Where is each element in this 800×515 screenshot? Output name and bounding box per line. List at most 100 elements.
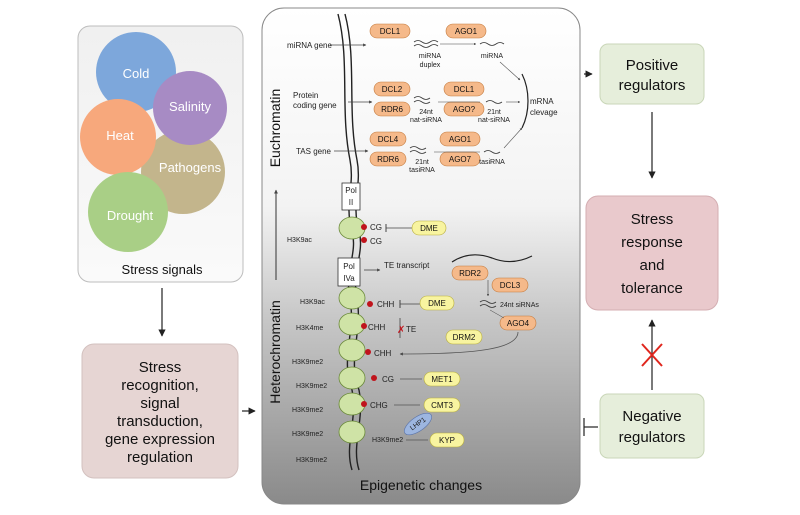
stress-signals-title: Stress signals <box>122 262 203 277</box>
te-transcript-label: TE transcript <box>384 261 430 270</box>
met1-pill <box>423 371 461 387</box>
chh-label-2: CHH <box>368 323 386 332</box>
svg-text:DME: DME <box>420 224 438 233</box>
inhibition-bar <box>583 418 598 436</box>
dcl1-protein-pill <box>443 81 485 97</box>
methyl-dot <box>361 224 367 230</box>
salinity-label: Salinity <box>169 99 211 114</box>
tas-gene-label: TAS gene <box>296 147 332 156</box>
stress-response-line-2: response <box>621 234 683 251</box>
recognition-line-4: transduction, <box>117 413 203 430</box>
svg-text:Pol: Pol <box>345 186 357 195</box>
cg-label-1: CG <box>370 223 382 232</box>
rdr6-tas-pill <box>369 151 407 167</box>
pathogens-label: Pathogens <box>159 160 222 175</box>
cold-circle <box>96 32 176 112</box>
euchromatin-label: Euchromatin <box>267 89 283 168</box>
mirna-label: miRNA <box>481 53 503 60</box>
svg-text:AGO1: AGO1 <box>449 135 472 144</box>
negative-regulators-line-2: regulators <box>619 429 686 446</box>
svg-text:CMT3: CMT3 <box>431 401 453 410</box>
te-label: TE <box>406 325 416 334</box>
methyl-dot <box>365 349 371 355</box>
red-cross-mark <box>641 343 663 367</box>
pol-ii-box: Pol II <box>341 182 361 211</box>
positive-regulators-line-2: regulators <box>619 77 686 94</box>
h3k9ac-label-1: H3K9ac <box>287 237 312 244</box>
epigenetic-caption: Epigenetic changes <box>360 477 482 493</box>
cmt3-pill <box>423 397 461 413</box>
stress-signals-panel: Cold Salinity Heat Pathogens Drought Str… <box>77 25 244 283</box>
drm2-pill <box>445 329 483 345</box>
positive-regulators-line-1: Positive <box>626 57 679 74</box>
mirna-gene-label: miRNA gene <box>287 41 332 50</box>
dcl4-pill <box>369 131 407 147</box>
rdr2-pill <box>451 265 489 281</box>
stress-response-line-3: and <box>639 257 664 274</box>
svg-text:MET1: MET1 <box>431 375 453 384</box>
cross-mark-te: ✗ <box>397 325 405 336</box>
recognition-box: Stress recognition, signal transduction,… <box>81 343 239 479</box>
drought-circle <box>88 172 168 252</box>
h3k9me2-label-6: H3K9me2 <box>296 457 327 464</box>
ago1-tas-pill <box>439 131 481 147</box>
svg-text:RDR6: RDR6 <box>377 155 399 164</box>
tasirna-label-1: tasiRNA <box>409 167 435 174</box>
cold-label: Cold <box>123 66 150 81</box>
mrna-clevage-label-1: mRNA <box>530 97 554 106</box>
recognition-line-5: gene expression <box>105 431 215 448</box>
svg-text:DCL2: DCL2 <box>382 85 403 94</box>
tasirna-21nt: 21nt <box>415 159 429 166</box>
drought-label: Drought <box>107 208 154 223</box>
methyl-dot <box>361 401 367 407</box>
methyl-dot <box>361 237 367 243</box>
nat-sirna-label-2: nat-siRNA <box>478 117 510 124</box>
pol-iva-box: Pol IVa <box>337 257 361 287</box>
mrna-clevage-label-2: clevage <box>530 108 558 117</box>
methyl-dot <box>367 301 373 307</box>
chh-label-3: CHH <box>374 349 392 358</box>
svg-text:DCL4: DCL4 <box>378 135 399 144</box>
recognition-line-2: recognition, <box>121 377 199 394</box>
mirna-duplex-label-2: duplex <box>420 62 441 69</box>
h3k9ac-label-2: H3K9ac <box>300 299 325 306</box>
stress-response-line-1: Stress <box>631 211 674 228</box>
h3k9me2-label-1: H3K9me2 <box>292 359 323 366</box>
mrna-bracket <box>521 73 529 129</box>
recognition-line-6: regulation <box>127 449 193 466</box>
svg-text:DRM2: DRM2 <box>453 333 476 342</box>
stress-response-line-4: tolerance <box>621 280 683 297</box>
svg-text:AGO1: AGO1 <box>455 27 478 36</box>
heat-circle <box>80 99 156 175</box>
ago1-mirna-pill <box>445 23 487 39</box>
epigenetic-panel: Epigenetic changes Euchromatin Heterochr… <box>261 7 581 505</box>
te-transcript-strand <box>451 254 533 263</box>
svg-text:AGO?: AGO? <box>453 105 476 114</box>
kyp-pill <box>429 432 465 448</box>
tasirna-label-2: tasiRNA <box>479 159 505 166</box>
chg-label: CHG <box>370 401 388 410</box>
svg-text:KYP: KYP <box>439 436 455 445</box>
h3k9me2-label-3: H3K9me2 <box>292 407 323 414</box>
dme-pill-1 <box>411 220 447 236</box>
heat-label: Heat <box>106 128 134 143</box>
recognition-line-3: signal <box>140 395 179 412</box>
negative-regulators-box: Negative regulators <box>599 393 705 459</box>
svg-text:AGO4: AGO4 <box>507 319 530 328</box>
svg-text:IVa: IVa <box>343 274 355 283</box>
rdr6-protein-pill <box>373 101 411 117</box>
chh-label-1: CHH <box>377 300 395 309</box>
protein-gene-label-1: Protein <box>293 91 318 100</box>
negative-regulators-line-1: Negative <box>622 408 681 425</box>
svg-text:II: II <box>349 198 353 207</box>
svg-text:AGO7: AGO7 <box>449 155 472 164</box>
svg-text:Pol: Pol <box>343 262 355 271</box>
h3k9me2-label-5: H3K9me2 <box>372 437 403 444</box>
nat-sirna-21nt: 21nt <box>487 109 501 116</box>
recognition-line-1: Stress <box>139 359 182 376</box>
svg-text:DCL1: DCL1 <box>380 27 401 36</box>
nat-sirna-24nt: 24nt <box>419 109 433 116</box>
dme-pill-2 <box>419 295 455 311</box>
salinity-circle <box>153 71 227 145</box>
